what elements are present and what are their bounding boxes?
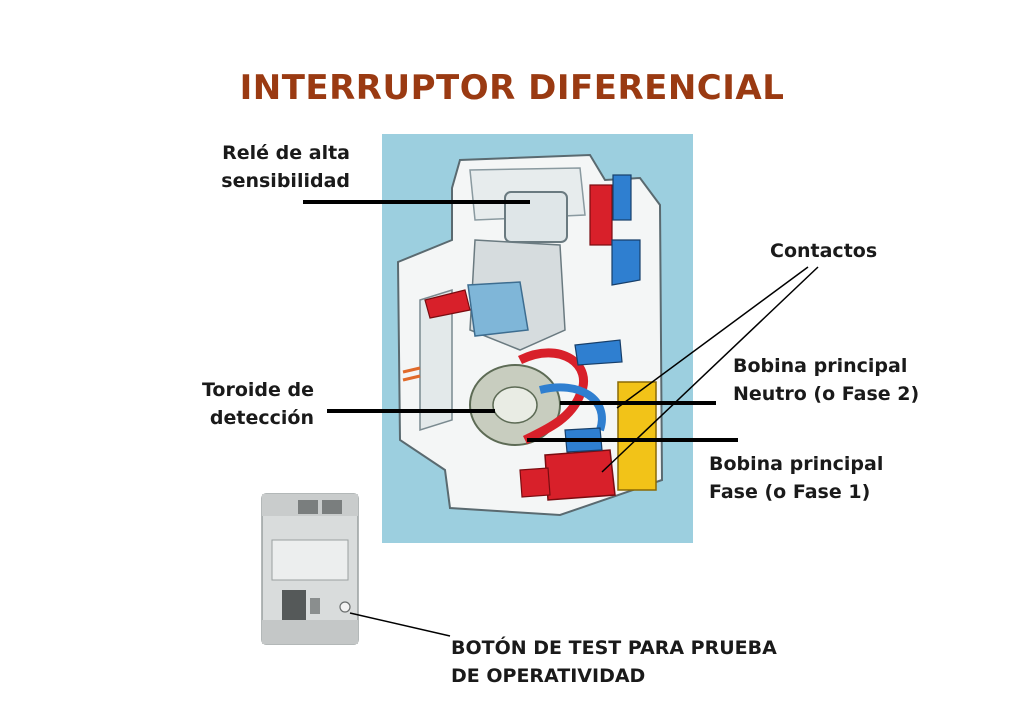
page-title: INTERRUPTOR DIFERENCIAL [239,68,785,108]
leader-contactos-1 [616,266,809,409]
label-boton-test: BOTÓN DE TEST PARA PRUEBA DE OPERATIVIDA… [451,637,777,687]
test-button-photo [339,601,351,613]
relay-component [504,191,568,243]
label-rele-alta-sensibilidad: Relé de alta sensibilidad [221,142,350,192]
leader-boton-test [349,612,451,637]
label-toroide-deteccion: Toroide de detección [201,379,314,429]
leader-lines [303,200,819,637]
main-coil-yellow [617,381,657,491]
label-bobina-principal-fase: Bobina principal Fase (o Fase 1) [709,453,884,503]
leader-contactos-2 [601,266,819,473]
lower-terminal-red [544,449,616,501]
label-bobina-principal-neutro: Bobina principal Neutro (o Fase 2) [733,355,920,405]
label-contactos: Contactos [770,240,878,262]
breaker-cutaway-illustration [382,134,693,543]
upper-contact-red [589,184,613,246]
breaker-product-photo [261,493,359,645]
